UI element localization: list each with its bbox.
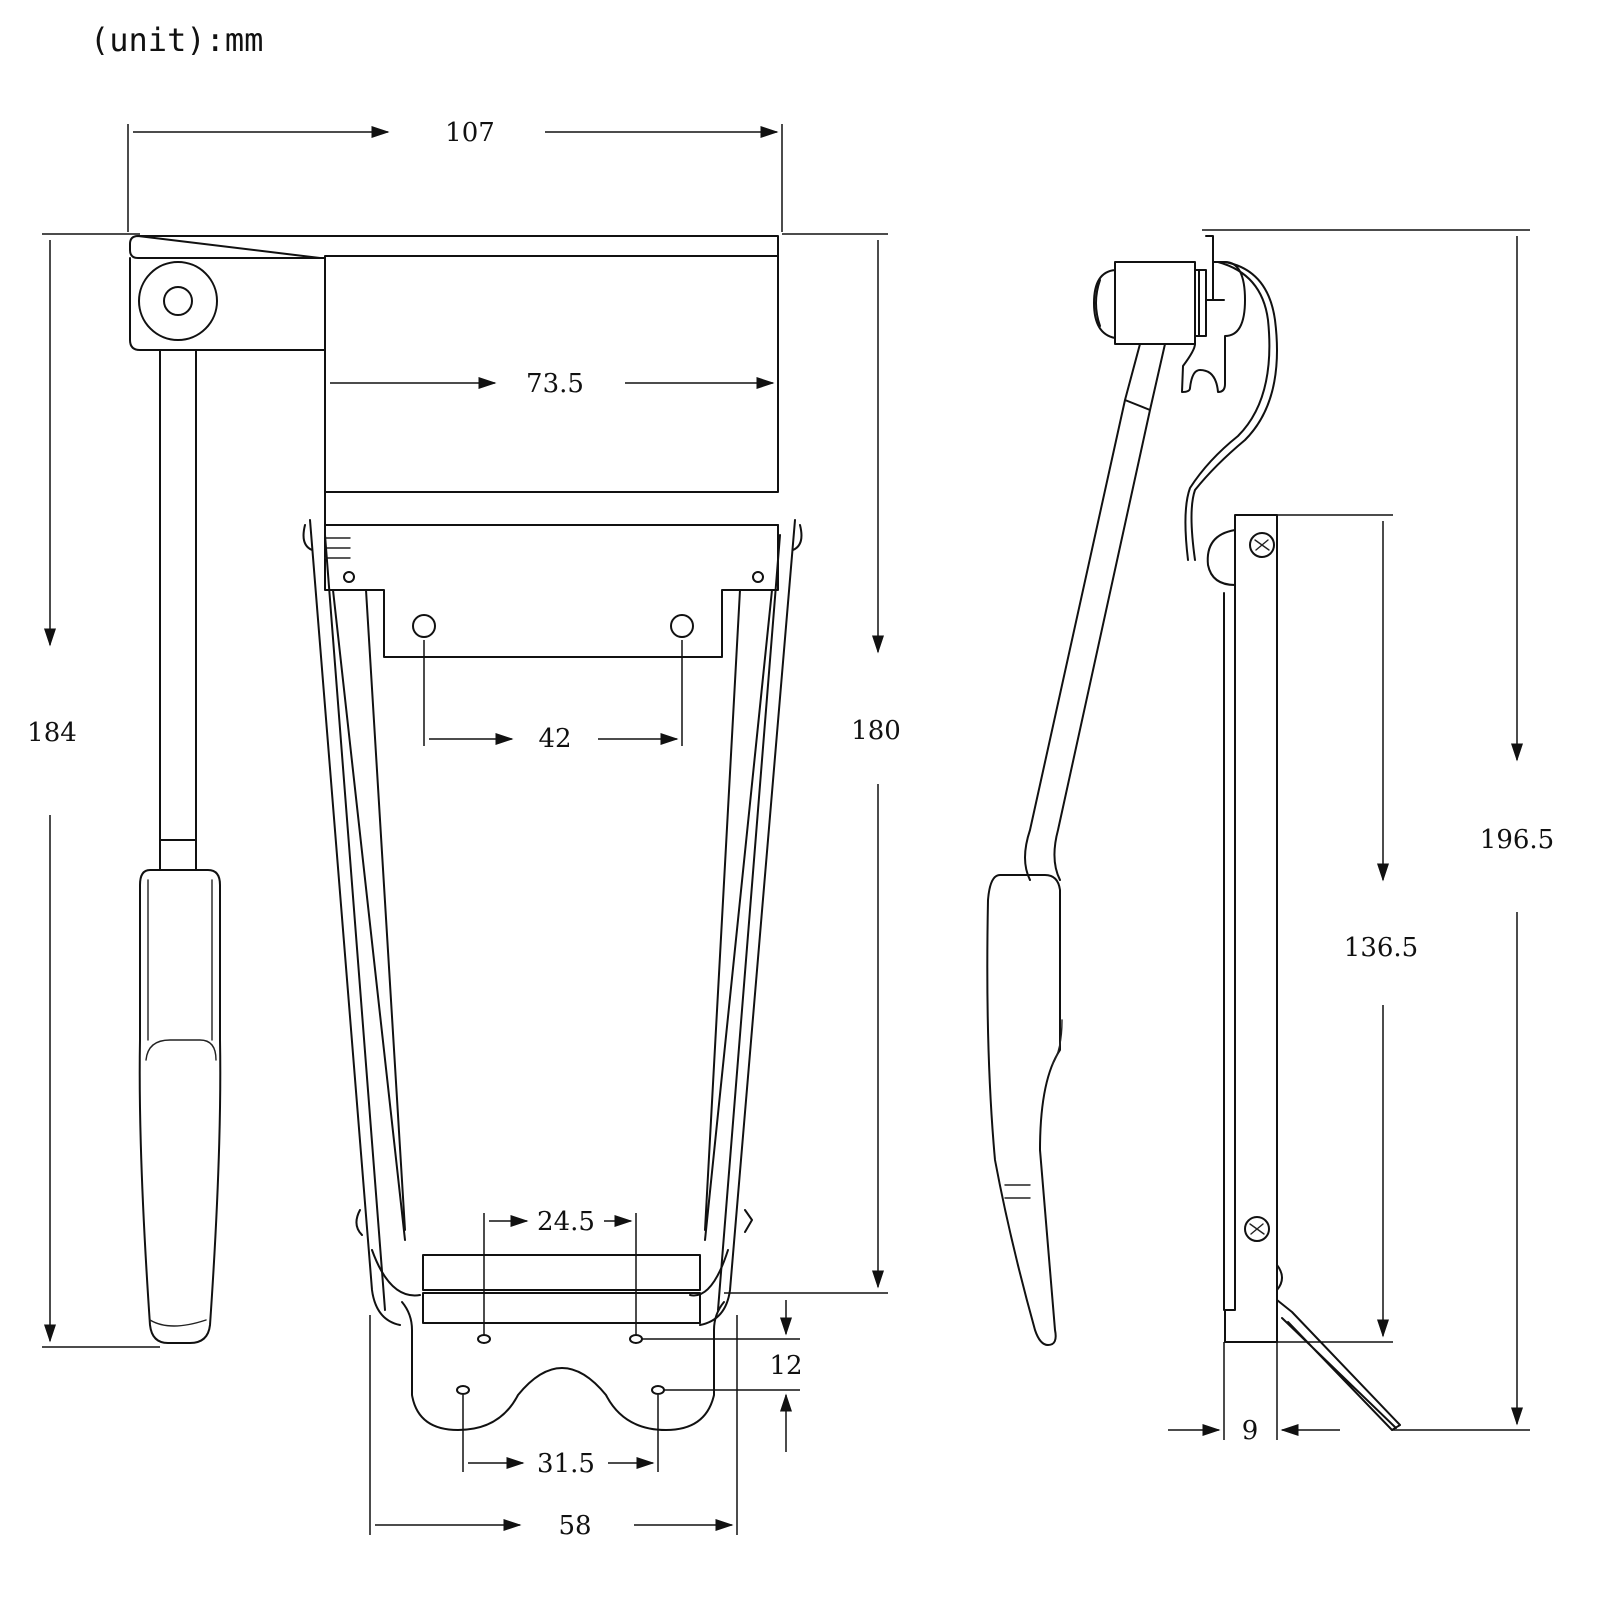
dim-side-overall-height: 196.5 [1480,825,1554,855]
unit-label: (unit):mm [90,21,263,59]
side-dimensions: 196.5 136.5 9 [1168,229,1554,1446]
base-plate [401,1301,725,1431]
dim-overall-width: 107 [445,118,495,148]
front-view [129,235,803,1431]
side-view [986,235,1401,1431]
top-plate [129,235,779,526]
dim-plate-width: 73.5 [526,369,584,399]
front-dimensions: 107 73.5 184 180 42 24.5 12 31 [27,118,901,1541]
dim-bottom-hole-spacing: 31.5 [537,1449,595,1479]
dim-bracket-thickness: 9 [1242,1416,1259,1446]
mount-hole-left [412,614,436,638]
dim-hole-row-offset: 12 [769,1351,802,1381]
vibrato-arm [159,349,197,871]
pivot-hub [138,261,218,341]
tension-bar [422,1254,701,1324]
dim-mount-hole-spacing: 42 [538,724,571,754]
dim-base-width: 58 [558,1511,591,1541]
side-arm [1024,343,1166,881]
spring-wire [1190,261,1278,561]
dim-bracket-height: 136.5 [1344,933,1418,963]
bottom-screw [1244,1216,1270,1242]
mount-hole-right [670,614,694,638]
right-rail [699,519,796,1326]
dim-overall-height: 184 [27,718,77,748]
top-screw [1249,532,1275,558]
arm-handle [138,869,222,1344]
side-handle [986,874,1061,1346]
dim-bar-hole-spacing: 24.5 [537,1207,595,1237]
left-rail [309,519,406,1326]
dim-body-height: 180 [851,716,901,746]
pivot-block [1093,261,1196,345]
base-foot [1276,1299,1401,1431]
mount-plate [324,524,779,658]
